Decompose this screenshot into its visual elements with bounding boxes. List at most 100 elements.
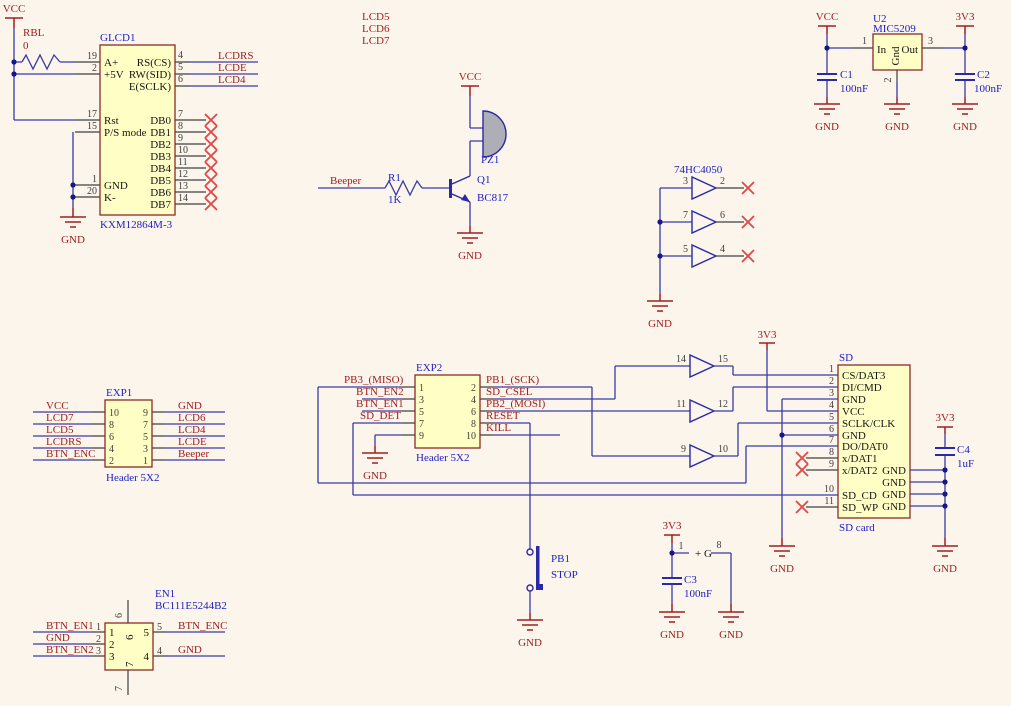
pin-number: 1 bbox=[829, 364, 834, 375]
q1-transistor[interactable] bbox=[449, 175, 471, 203]
c3-value: 100nF bbox=[684, 588, 712, 600]
pin-name: E(SCLK) bbox=[129, 81, 172, 93]
pz1-piezo[interactable] bbox=[482, 110, 507, 158]
pin-name: RS(CS) bbox=[137, 57, 172, 69]
net-label-lcd5: LCD5 bbox=[362, 11, 390, 23]
vcc-bar bbox=[461, 85, 479, 96]
glcd1-component[interactable]: VCC RBL 0 GND GLCD1 KXM12864M-3 19 2 17 … bbox=[3, 3, 258, 246]
r1-value: 1K bbox=[388, 194, 402, 206]
c1-capacitor[interactable]: C1 100nF bbox=[817, 69, 868, 95]
pin-name: GND bbox=[882, 465, 906, 477]
pin-number: 14 bbox=[178, 193, 188, 204]
pb1-stop-button[interactable]: PB1 STOP GND bbox=[517, 546, 578, 649]
gnd-symbol bbox=[884, 97, 910, 115]
en1-wires bbox=[33, 631, 225, 657]
rbl-resistor[interactable] bbox=[21, 53, 61, 71]
pb1-terminal bbox=[526, 548, 534, 556]
pin-name: GND bbox=[882, 477, 906, 489]
pin-number: 3 bbox=[683, 176, 688, 187]
pin-number: 5 bbox=[829, 412, 834, 423]
junction-dot bbox=[657, 219, 663, 225]
c4-capacitor[interactable]: C4 1uF bbox=[935, 444, 974, 470]
sd-body[interactable] bbox=[837, 364, 911, 519]
beeper-driver[interactable]: Beeper R1 1K Q1 BC817 VCC PZ1 GND bbox=[318, 71, 509, 262]
pin-number: 4 bbox=[471, 395, 476, 406]
hex4050-sd-buffers[interactable]: 14 15 11 12 9 10 bbox=[676, 353, 838, 469]
buffer-gate[interactable] bbox=[691, 175, 718, 201]
pin-name: P/S mode bbox=[104, 127, 147, 139]
c3-capacitor[interactable]: C3 100nF bbox=[662, 574, 712, 600]
buffer-gate[interactable] bbox=[691, 209, 718, 235]
exp1-body[interactable] bbox=[104, 399, 153, 468]
pin-number: 11 bbox=[824, 496, 834, 507]
exp2-header[interactable]: EXP2 Header 5X2 1 2 3 4 5 6 7 8 9 10 PB3… bbox=[317, 362, 690, 549]
pb1-actuator[interactable] bbox=[536, 546, 540, 590]
hex4050-spare-buffers[interactable]: 74HC4050 3 2 7 6 5 4 GND bbox=[647, 164, 755, 330]
c2-capacitor[interactable]: C2 100nF bbox=[955, 69, 1002, 95]
gnd-symbol bbox=[814, 97, 840, 115]
pin-number: 8 bbox=[829, 447, 834, 458]
buffer-gate[interactable] bbox=[691, 243, 718, 269]
pb1-designator: PB1 bbox=[551, 553, 570, 565]
pin-number: 4 bbox=[829, 400, 834, 411]
gnd-power-label: GND bbox=[719, 629, 743, 641]
pin-number: 7 bbox=[114, 686, 125, 691]
buffer-gate[interactable] bbox=[689, 443, 716, 469]
pin-name: Rst bbox=[104, 115, 119, 127]
no-connect-marks bbox=[741, 181, 755, 263]
net-label: BTN_ENC bbox=[46, 448, 96, 460]
3v3-bar bbox=[937, 426, 953, 434]
net-label: Beeper bbox=[178, 448, 209, 460]
pin-name: GND bbox=[842, 430, 866, 442]
c1-designator: C1 bbox=[840, 69, 853, 81]
exp2-pin-lines bbox=[402, 386, 493, 436]
net-label: BTN_ENC bbox=[178, 620, 228, 632]
hex4050-power[interactable]: 3V3 1 + G 8 C3 100nF GND GND bbox=[659, 520, 744, 641]
net-label-lcd6: LCD6 bbox=[362, 23, 390, 35]
pin-number: 10 bbox=[824, 484, 834, 495]
gnd-power-label: GND bbox=[363, 470, 387, 482]
r1-designator: R1 bbox=[388, 172, 401, 184]
pin-number: 7 bbox=[178, 109, 183, 120]
gnd-power-label: GND bbox=[770, 563, 794, 575]
pin-number: 1 bbox=[143, 456, 148, 467]
en1-body[interactable] bbox=[104, 622, 154, 671]
u2-body[interactable] bbox=[872, 33, 923, 71]
pin-number: 8 bbox=[471, 419, 476, 430]
net-label: BTN_EN2 bbox=[356, 386, 404, 398]
pin-name: DB5 bbox=[150, 175, 171, 187]
sd-card-component[interactable]: 3V3 GND SD SD card 1 2 3 4 5 6 7 8 9 10 … bbox=[758, 329, 975, 575]
c1-value: 100nF bbox=[840, 83, 868, 95]
u2-regulator[interactable]: VCC 3V3 U2 MIC5209 1 3 In Out Gnd 2 C1 1… bbox=[814, 11, 1002, 133]
pin-name: In bbox=[877, 44, 887, 56]
en1-designator: EN1 bbox=[155, 588, 175, 600]
pin-number: 2 bbox=[109, 456, 114, 467]
gnd-symbol bbox=[659, 604, 685, 623]
net-label: PB2_(MOSI) bbox=[486, 398, 546, 410]
r1-resistor[interactable] bbox=[384, 179, 423, 197]
gnd-symbol bbox=[647, 294, 673, 312]
net-label: LCD4 bbox=[178, 424, 206, 436]
pin-number: 1 bbox=[419, 383, 424, 394]
en1-encoder[interactable]: EN1 BC111E5244B2 1 2 3 1 2 3 BTN_EN1 GND… bbox=[33, 588, 228, 695]
pin-number: 10 bbox=[109, 408, 119, 419]
buffer-gate[interactable] bbox=[689, 353, 716, 379]
glcd-body[interactable] bbox=[99, 44, 176, 216]
pin-name: +5V bbox=[104, 69, 124, 81]
pin-name: DB3 bbox=[150, 151, 171, 163]
exp2-body[interactable] bbox=[414, 374, 481, 449]
pin-name: VCC bbox=[842, 406, 865, 418]
pin-number: 4 bbox=[720, 244, 725, 255]
buffer-gate[interactable] bbox=[689, 398, 716, 424]
net-label: GND bbox=[46, 632, 70, 644]
pin-name: DB6 bbox=[150, 187, 171, 199]
pin-name: GND bbox=[842, 394, 866, 406]
net-label: KILL bbox=[486, 422, 511, 434]
glcd-db-pin-lines bbox=[175, 119, 206, 205]
junction-dot bbox=[824, 45, 830, 51]
junction-dot bbox=[942, 491, 948, 497]
exp1-header[interactable]: EXP1 Header 5X2 10 9 8 7 6 5 4 3 2 1 VCC… bbox=[33, 387, 225, 484]
en1-value: BC111E5244B2 bbox=[155, 600, 227, 612]
pin-number: 7 bbox=[683, 210, 688, 221]
gnd-symbol bbox=[932, 538, 958, 557]
